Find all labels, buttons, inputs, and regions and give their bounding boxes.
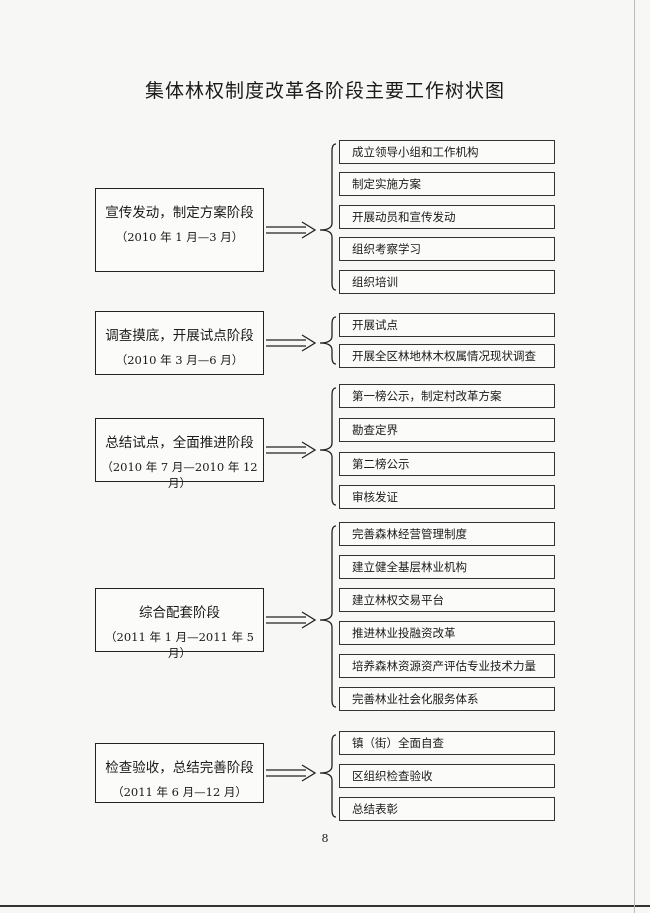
stage-date: （2010 年 7 月—2010 年 12 月） (101, 460, 258, 490)
stage-name: 检查验收，总结完善阶段 (105, 760, 254, 776)
stage-name: 调查摸底，开展试点阶段 (105, 328, 254, 344)
double-arrow-icon (266, 441, 317, 459)
task-item: 开展试点 (339, 313, 555, 337)
double-arrow-icon (266, 611, 317, 629)
curly-brace-icon (319, 387, 337, 506)
bottom-rule (0, 905, 650, 907)
curly-brace-icon (319, 316, 337, 365)
right-edge-rule (634, 0, 635, 913)
task-item: 区组织检查验收 (339, 764, 555, 788)
task-item: 第一榜公示，制定村改革方案 (339, 384, 555, 408)
stage-date: （2010 年 1 月—3 月） (115, 230, 244, 244)
stage-box: 总结试点，全面推进阶段 （2010 年 7 月—2010 年 12 月） (95, 418, 264, 490)
task-item: 推进林业投融资改革 (339, 621, 555, 645)
curly-brace-icon (319, 734, 337, 818)
curly-brace-icon (319, 143, 337, 291)
task-item: 组织考察学习 (339, 237, 555, 261)
stage-date: （2011 年 1 月—2011 年 5 月） (105, 630, 254, 660)
stage-box: 宣传发动，制定方案阶段 （2010 年 1 月—3 月） (95, 188, 264, 272)
double-arrow-icon (266, 221, 317, 239)
task-item: 第二榜公示 (339, 452, 555, 476)
page-number: 8 (321, 832, 329, 845)
stage-date: （2011 年 6 月—12 月） (112, 785, 247, 799)
task-item: 建立健全基层林业机构 (339, 555, 555, 579)
curly-brace-icon (319, 525, 337, 708)
task-item: 勘查定界 (339, 418, 555, 442)
page-title: 集体林权制度改革各阶段主要工作树状图 (144, 80, 505, 102)
task-item: 制定实施方案 (339, 172, 555, 196)
task-item: 建立林权交易平台 (339, 588, 555, 612)
task-item: 成立领导小组和工作机构 (339, 140, 555, 164)
task-item: 培养森林资源资产评估专业技术力量 (339, 654, 555, 678)
task-item: 完善林业社会化服务体系 (339, 687, 555, 711)
stage-name: 综合配套阶段 (139, 605, 220, 621)
task-item: 开展全区林地林木权属情况现状调查 (339, 344, 555, 368)
double-arrow-icon (266, 764, 317, 782)
task-item: 组织培训 (339, 270, 555, 294)
task-item: 开展动员和宣传发动 (339, 205, 555, 229)
task-item: 审核发证 (339, 485, 555, 509)
stage-box: 调查摸底，开展试点阶段 （2010 年 3 月—6 月） (95, 311, 264, 375)
stage-date: （2010 年 3 月—6 月） (115, 353, 244, 367)
task-item: 完善森林经营管理制度 (339, 522, 555, 546)
stage-box: 检查验收，总结完善阶段 （2011 年 6 月—12 月） (95, 743, 264, 803)
task-item: 镇（街）全面自查 (339, 731, 555, 755)
stage-name: 宣传发动，制定方案阶段 (105, 205, 254, 221)
double-arrow-icon (266, 334, 317, 352)
task-item: 总结表彰 (339, 797, 555, 821)
stage-name: 总结试点，全面推进阶段 (105, 435, 254, 451)
stage-box: 综合配套阶段 （2011 年 1 月—2011 年 5 月） (95, 588, 264, 660)
